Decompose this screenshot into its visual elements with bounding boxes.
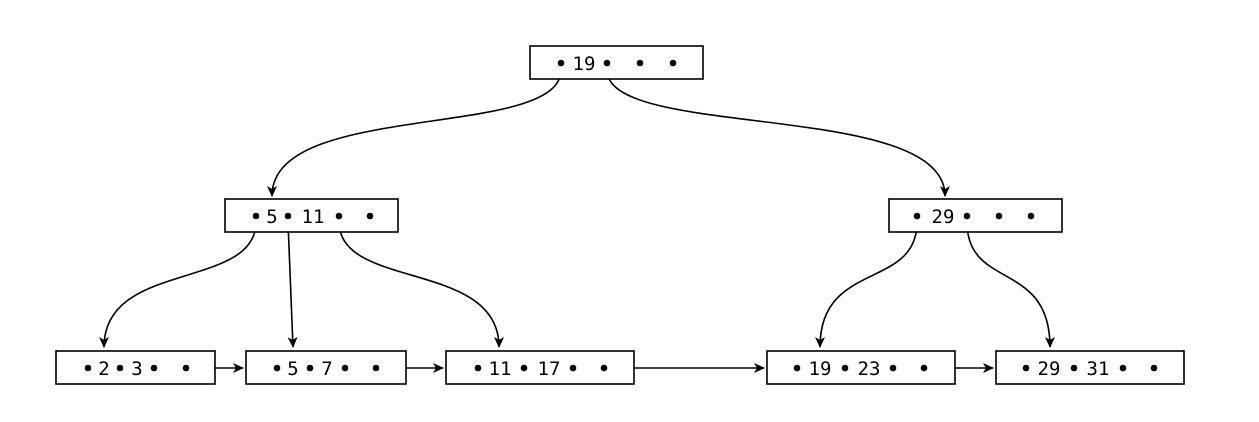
pointer-dot <box>636 59 644 67</box>
pointer-dot <box>920 364 928 372</box>
pointer-dot <box>600 364 608 372</box>
edge-internal-to-leaf-4 <box>815 221 918 348</box>
leaf-node: 11 17 <box>445 350 635 385</box>
pointer-dot <box>1022 364 1030 372</box>
edge-internal-to-leaf-2 <box>287 221 298 348</box>
pointer-dot <box>841 364 849 372</box>
internal-key: 5 <box>266 206 277 228</box>
internal-key: 11 <box>302 206 325 228</box>
pointer-dot <box>889 364 897 372</box>
pointer-dot <box>793 364 801 372</box>
pointer-dot <box>366 212 374 220</box>
leaf-node: 19 23 <box>766 350 956 385</box>
pointer-dot <box>1150 364 1158 372</box>
leaf-node: 29 31 <box>995 350 1185 385</box>
root-node: 19 <box>529 45 704 80</box>
pointer-dot <box>557 59 565 67</box>
pointer-dot <box>335 212 343 220</box>
root-key-1: 19 <box>573 53 596 75</box>
pointer-dot <box>913 212 921 220</box>
pointer-dot <box>474 364 482 372</box>
pointer-dot <box>520 364 528 372</box>
edge-root-to-right-internal <box>606 69 950 197</box>
pointer-dot <box>372 364 380 372</box>
leaf-key: 31 <box>1087 358 1110 380</box>
pointer-dot <box>116 364 124 372</box>
edge-internal-to-leaf-5 <box>966 221 1055 348</box>
leaf-key: 3 <box>131 358 142 380</box>
pointer-dot <box>1119 364 1127 372</box>
pointer-dot <box>669 59 677 67</box>
leaf-key: 23 <box>858 358 881 380</box>
pointer-dot <box>306 364 314 372</box>
pointer-dot <box>963 212 971 220</box>
pointer-dot <box>182 364 190 372</box>
pointer-dot <box>150 364 158 372</box>
leaf-key: 7 <box>321 358 332 380</box>
leaf-key: 11 <box>489 358 512 380</box>
leaf-key: 5 <box>287 358 298 380</box>
edge-internal-to-leaf-3 <box>338 221 504 348</box>
internal-node-right: 29 <box>888 198 1063 233</box>
edge-internal-to-leaf-1 <box>99 221 257 348</box>
pointer-dot <box>84 364 92 372</box>
internal-node-left: 5 11 <box>224 198 399 233</box>
pointer-dot <box>1070 364 1078 372</box>
pointer-dot <box>603 59 611 67</box>
pointer-dot <box>1027 212 1035 220</box>
pointer-dot <box>284 212 292 220</box>
pointer-dot <box>995 212 1003 220</box>
pointer-dot <box>252 212 260 220</box>
pointer-dot <box>273 364 281 372</box>
leaf-key: 2 <box>98 358 109 380</box>
edge-root-to-left-internal <box>267 69 562 197</box>
pointer-dot <box>569 364 577 372</box>
pointer-dot <box>341 364 349 372</box>
internal-key: 29 <box>932 206 955 228</box>
leaf-key: 19 <box>809 358 832 380</box>
leaf-key: 29 <box>1038 358 1061 380</box>
leaf-node: 5 7 <box>245 350 407 385</box>
leaf-key: 17 <box>538 358 561 380</box>
leaf-node: 2 3 <box>55 350 216 385</box>
